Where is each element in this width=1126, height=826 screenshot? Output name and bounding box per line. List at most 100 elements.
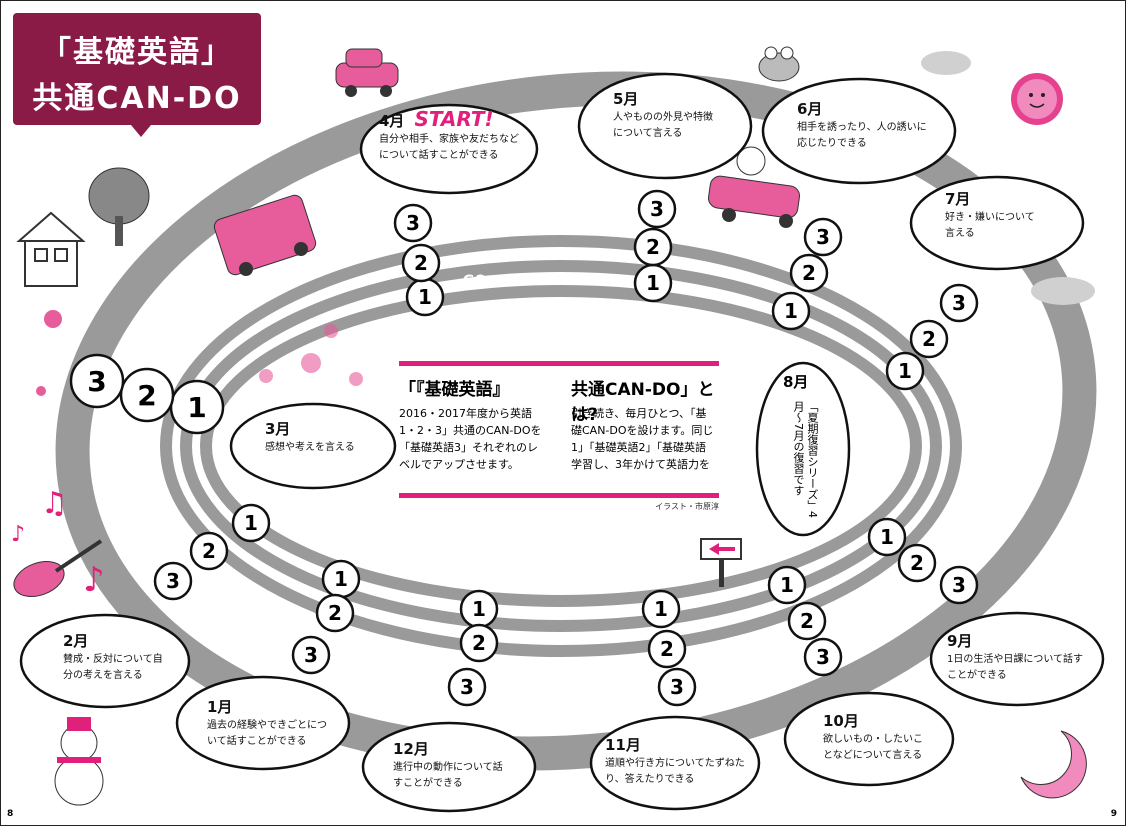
top-rule [399,361,719,366]
bubble-aug: 8月 「夏期復習シリーズ」4月〜7月の復習です [749,363,839,533]
arrow-sign-icon [700,538,742,587]
month-text: 感想や考えを言える [265,442,355,453]
level-number: 1 [898,359,912,383]
bubble-mar: 3月 感想や考えを言える [265,421,375,456]
level-number: 3 [166,569,180,593]
bubble-apr: 4月 START! 自分や相手、家族や友だちなどについて話すことができる [379,109,519,164]
month-text: 相手を誘ったり、人の誘いに応じたりできる [797,122,927,149]
guitar-icon [13,539,103,597]
level-circle [315,593,355,633]
svg-text:♫: ♫ [41,486,68,521]
text-right: 引き続き、毎月ひとつ、「基礎CAN-DOを設けます。同じ1」「基礎英語2」「基礎… [571,407,714,471]
month-label: 9月 [947,632,973,650]
level-number: 1 [784,299,798,323]
level-circle [231,503,271,543]
start-label: START! [414,107,494,131]
month-text: 欲しいもの・したいことなどについて言える [823,734,923,761]
level-circle [393,203,433,243]
car-icon [335,48,399,97]
level-circle [803,637,843,677]
bubble-sep: 9月 1日の生活や日課について話すことができる [947,633,1087,684]
level-number: 1 [334,567,348,591]
bus-icon [213,194,317,276]
level-circle [909,319,949,359]
level-circle [459,623,499,663]
bubble-oct: 10月 欲しいもの・したいことなどについて言える [823,713,929,764]
month-label: 10月 [823,712,859,730]
level-circle [789,253,829,293]
month-text: 自分や相手、家族や友だちなどについて話すことができる [379,134,519,161]
illustration-credit: イラスト・市原淳 [655,502,719,511]
month-label: 12月 [393,740,429,758]
level-circle [633,227,673,267]
tree-icon [88,167,150,246]
level-number: 2 [922,327,936,351]
level-number: 1 [418,285,432,309]
level-number: 2 [800,609,814,633]
bubble-feb: 2月 賛成・反対について自分の考えを言える [63,633,169,684]
house-icon [16,211,86,287]
text-left: 2016・2017年度から英語1・2・3」共通のCAN-DOを「基礎英語3」それ… [399,407,542,471]
level-number: 2 [137,379,156,412]
snowman-icon [54,717,104,806]
level-number: 1 [780,573,794,597]
bubble-jul: 7月 好き・嫌いについて言える [945,191,1035,242]
level-circle [657,667,697,707]
level-number: 2 [414,251,428,275]
level-circle [897,543,937,583]
level-number: 1 [244,511,258,535]
driver-car-icon [708,146,800,228]
page-number-left: 8 [7,809,14,819]
level-number: 2 [472,631,486,655]
month-text: 人やものの外見や特徴について言える [613,112,713,139]
level-circle [637,189,677,229]
month-text: 1日の生活や日課について話すことができる [947,654,1084,681]
svg-text:♪: ♪ [83,560,105,600]
svg-text:♪: ♪ [11,522,25,547]
level-number: 3 [670,675,684,699]
level-circle [939,283,979,323]
level-number: 2 [802,261,816,285]
heading-right: 共通CAN-DO」とは? [571,380,715,425]
bubble-dec: 12月 進行中の動作について話すことができる [393,741,509,792]
month-text: 道順や行き方についてたずねたり、答えたりできる [605,758,745,785]
level-circle [401,243,441,283]
bubble-may: 5月 人やものの外見や特徴について言える [613,91,721,142]
month-text: 「夏期復習シリーズ」4月〜7月の復習です [792,401,819,518]
level-circle [803,217,843,257]
frog-icon [758,46,800,82]
level-circle [787,601,827,641]
level-number: 2 [660,637,674,661]
center-explanation: 「『基礎英語』 共通CAN-DO」とは? 2016・2017年度から英語1・2・… [399,361,719,513]
month-label: 4月 [379,112,405,130]
level-number: 1 [187,391,206,424]
music-note-icon: ♫ ♪ ♪ [11,486,105,600]
sun-icon [1011,73,1063,125]
page-title: 「基礎英語」 共通CAN-DO [13,13,261,137]
month-label: 7月 [945,190,971,208]
level-number: 2 [910,551,924,575]
level-circle [767,565,807,605]
level-circle [939,565,979,605]
level-circle [291,635,331,675]
level-circle [885,351,925,391]
title-line1: 「基礎英語」 [41,35,233,70]
bubble-nov: 11月 道順や行き方についてたずねたり、答えたりできる [605,737,753,788]
level-number: 2 [646,235,660,259]
flower-icon [36,310,363,396]
level-number: 3 [816,225,830,249]
bubble-jun: 6月 相手を誘ったり、人の誘いに応じたりできる [797,101,927,152]
level-circle [69,353,125,409]
level-number: 3 [304,643,318,667]
level-circle [447,667,487,707]
level-circle [153,561,193,601]
go-label: GO ➡ [463,273,503,289]
level-number: 2 [328,601,342,625]
level-circle [867,517,907,557]
level-circle [771,291,811,331]
month-label: 6月 [797,100,823,118]
month-text: 好き・嫌いについて言える [945,212,1035,239]
month-label: 1月 [207,698,233,716]
level-number: 3 [460,675,474,699]
